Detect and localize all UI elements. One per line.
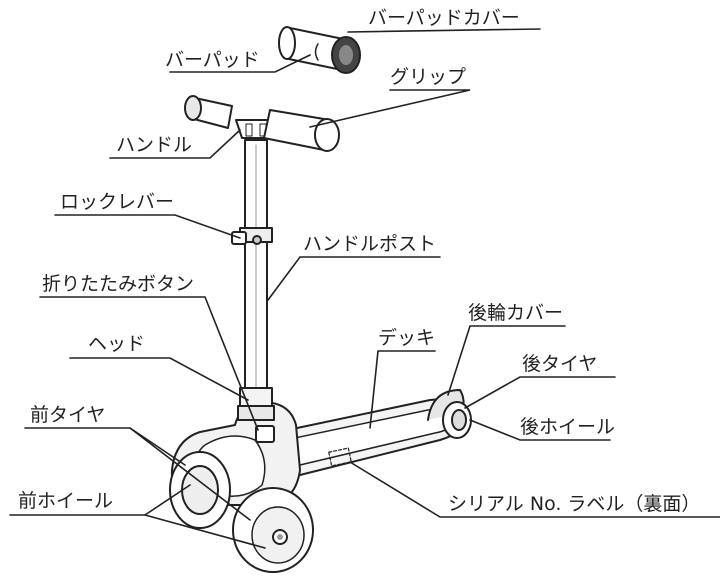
leader-fold-button bbox=[39, 296, 259, 431]
leader-grip bbox=[309, 89, 471, 128]
scooter-illustration bbox=[169, 26, 472, 573]
label-serial: シリアル No. ラベル（裏面） bbox=[448, 493, 700, 515]
leader-handle bbox=[109, 129, 241, 159]
leader-bar-pad-cover bbox=[347, 28, 541, 33]
rear-wheel-assembly bbox=[427, 389, 472, 439]
leader-deck bbox=[369, 350, 436, 429]
leader-bar-pad bbox=[169, 54, 311, 73]
label-rear-tire: 後タイヤ bbox=[522, 353, 597, 375]
label-rear-wheel-cover: 後輪カバー bbox=[468, 302, 563, 324]
grip-right bbox=[263, 109, 340, 152]
label-head: ヘッド bbox=[88, 333, 145, 355]
label-rear-wheel: 後ホイール bbox=[520, 416, 615, 438]
part-labels: バーパッドカバー バーパッド グリップ ハンドル ロックレバー ハンドルポスト … bbox=[18, 7, 700, 515]
leader-handle-post bbox=[267, 256, 441, 301]
label-front-wheel: 前ホイール bbox=[18, 490, 113, 512]
leader-rear-wheel bbox=[469, 419, 611, 441]
leader-front-tire-2 bbox=[129, 427, 251, 521]
fold-button-part bbox=[255, 425, 275, 443]
serial-label-area bbox=[328, 447, 352, 467]
label-handle-post: ハンドルポスト bbox=[303, 233, 436, 255]
leader-lock-lever bbox=[54, 214, 241, 239]
bar-pad-part bbox=[278, 26, 361, 74]
label-handle: ハンドル bbox=[116, 134, 192, 156]
label-deck: デッキ bbox=[378, 327, 435, 349]
leader-serial-label bbox=[349, 461, 720, 518]
leader-front-tire-1 bbox=[24, 427, 186, 466]
leader-head bbox=[69, 357, 249, 401]
label-front-tire: 前タイヤ bbox=[30, 404, 105, 426]
grip-left bbox=[184, 95, 233, 129]
leader-front-wheel-2 bbox=[144, 514, 266, 549]
handle-post bbox=[237, 139, 275, 421]
label-grip: グリップ bbox=[390, 66, 466, 88]
label-fold-button: 折りたたみボタン bbox=[42, 273, 194, 295]
label-bar-pad-cover: バーパッドカバー bbox=[368, 7, 520, 29]
lock-lever-part bbox=[231, 227, 273, 245]
leader-rear-tire bbox=[464, 376, 616, 409]
leader-rear-wheel-cover bbox=[447, 325, 566, 396]
label-lock-lever: ロックレバー bbox=[60, 191, 174, 213]
leader-lines bbox=[9, 28, 720, 549]
label-bar-pad: バーパッド bbox=[165, 49, 260, 71]
